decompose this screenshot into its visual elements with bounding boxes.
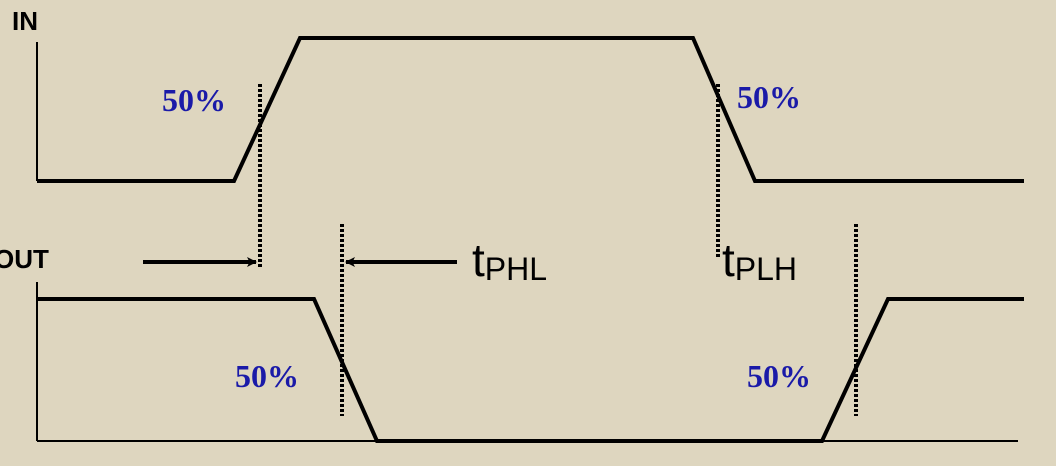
input-signal-label: IN xyxy=(12,6,38,36)
tplh-label: tPLH xyxy=(722,234,797,287)
output-signal-label: OUT xyxy=(0,244,49,274)
in-rise-50pct-label: 50% xyxy=(162,82,226,118)
out-fall-50pct-label: 50% xyxy=(235,358,299,394)
output-waveform xyxy=(37,297,1024,443)
tphl-label: tPHL xyxy=(472,234,547,287)
in-fall-50pct-label: 50% xyxy=(737,79,801,115)
out-rise-50pct-label: 50% xyxy=(747,358,811,394)
